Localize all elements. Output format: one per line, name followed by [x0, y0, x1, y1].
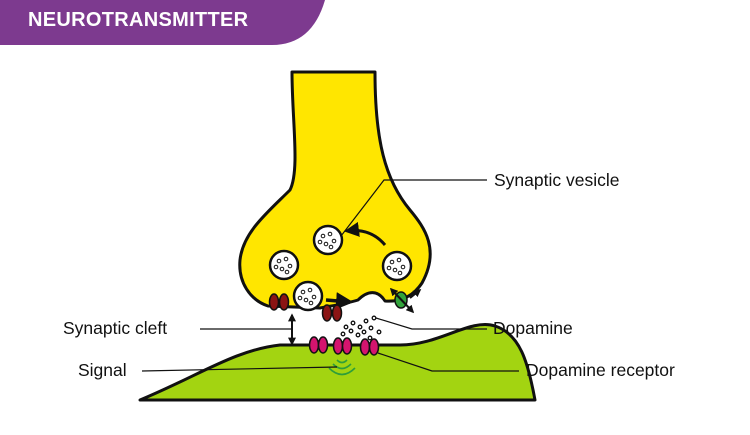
label-dopamine: Dopamine	[493, 318, 573, 338]
dopamine-molecules	[340, 315, 382, 341]
title-banner: NEUROTRANSMITTER	[0, 0, 325, 45]
synaptic-vesicle	[312, 224, 344, 256]
synaptic-vesicle	[292, 280, 324, 312]
recycling-arrow	[344, 221, 387, 246]
transporter-left	[268, 293, 290, 311]
enzyme-arrow	[389, 287, 415, 314]
synaptic-vesicle	[381, 250, 413, 282]
transporter-right	[321, 304, 343, 322]
leader-signal	[141, 366, 338, 372]
leader-synaptic-vesicle	[340, 179, 487, 237]
leader-dopamine-receptor	[377, 352, 519, 372]
signal-waves	[328, 359, 356, 376]
label-synaptic-vesicle: Synaptic vesicle	[494, 170, 620, 190]
dopamine-receptor	[308, 336, 380, 356]
postsynaptic-neuron	[138, 323, 537, 402]
enzyme-arrow-2	[409, 289, 422, 299]
label-signal: Signal	[78, 360, 127, 380]
banner-title: NEUROTRANSMITTER	[28, 9, 249, 31]
label-synaptic-cleft: Synaptic cleft	[63, 318, 168, 338]
release-arrow	[325, 292, 354, 310]
presynaptic-neuron	[238, 70, 432, 310]
banner-shape	[0, 0, 325, 45]
label-dopamine-receptor: Dopamine receptor	[526, 360, 675, 380]
synaptic-vesicle	[268, 249, 300, 281]
leader-dopamine	[375, 317, 487, 330]
